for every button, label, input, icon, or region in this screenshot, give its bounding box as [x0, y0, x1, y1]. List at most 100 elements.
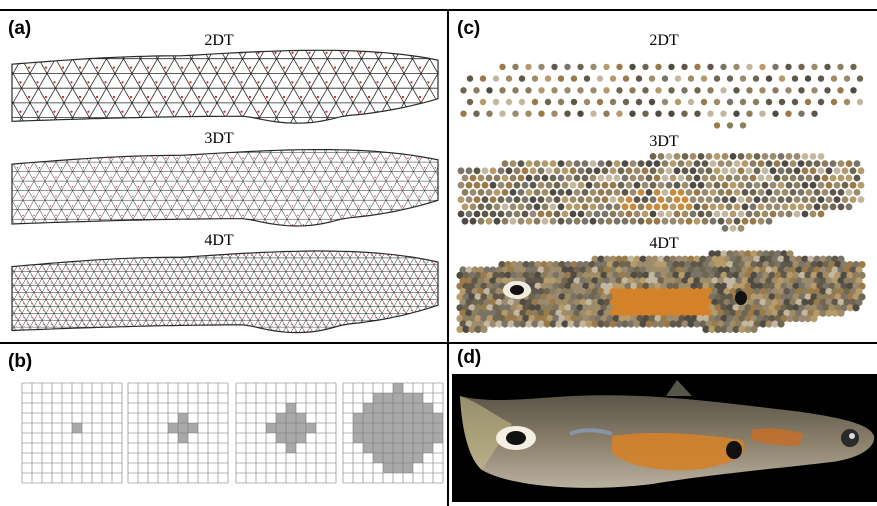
sample-dot — [483, 288, 491, 296]
sample-dot — [738, 315, 746, 323]
sample-dot — [621, 309, 629, 317]
sample-dot — [786, 282, 794, 290]
sample-dot — [821, 189, 829, 196]
sample-dot — [713, 181, 721, 189]
sample-dot — [684, 261, 692, 269]
sample-dot — [576, 304, 584, 312]
sample-dot — [641, 167, 649, 175]
sample-dot — [541, 189, 549, 196]
sample-dot — [805, 203, 813, 211]
sample-dot — [795, 266, 803, 274]
sample-dot — [582, 293, 590, 301]
sample-dot — [525, 87, 532, 94]
sample-dot — [819, 309, 827, 317]
sample-dot — [522, 271, 530, 279]
sample-dot — [762, 261, 770, 269]
sample-dot — [702, 271, 710, 279]
sample-dot — [486, 87, 493, 94]
sample-dot — [648, 98, 656, 106]
sample-dot — [629, 174, 637, 182]
sample-dot — [673, 210, 681, 218]
sample-dot — [541, 217, 549, 225]
sample-dot — [795, 309, 803, 317]
sample-dot — [509, 174, 517, 182]
sample-dot — [850, 87, 857, 94]
sample-dot — [505, 210, 513, 218]
sample-dot — [479, 98, 487, 106]
grid-lines — [342, 382, 444, 484]
sample-dot — [493, 217, 501, 225]
sample-dot — [549, 309, 557, 317]
sample-dot — [750, 261, 758, 269]
sample-dot — [780, 293, 788, 301]
sample-dot — [705, 255, 713, 263]
sample-dot — [768, 250, 776, 258]
sample-dot — [660, 271, 668, 279]
sample-dot — [675, 277, 683, 285]
sample-dot — [474, 315, 482, 323]
sample-dot — [540, 293, 548, 301]
sample-dot — [678, 261, 686, 269]
sample-dot — [645, 266, 653, 274]
sample-dot — [516, 271, 524, 279]
sample-dot — [521, 210, 529, 218]
filled-cell — [373, 423, 383, 433]
sample-dot — [589, 160, 597, 168]
sample-dot — [834, 261, 842, 269]
sample-dot — [673, 153, 681, 160]
sample-dot — [468, 282, 476, 290]
sample-dot — [579, 266, 587, 274]
sample-dot — [597, 203, 605, 211]
sample-dot — [657, 266, 665, 274]
sample-dot — [714, 261, 722, 269]
sample-dot — [483, 277, 491, 285]
sample-dot — [829, 189, 837, 196]
sample-dot — [738, 271, 746, 279]
sample-dot — [761, 210, 769, 218]
sample-dot — [576, 315, 584, 323]
sample-dot — [561, 309, 569, 317]
sample-dot — [737, 181, 745, 189]
filled-cell — [363, 403, 373, 413]
sample-dot — [666, 282, 674, 290]
sample-dot — [642, 110, 649, 117]
sample-dot — [685, 160, 693, 168]
sample-dot — [693, 203, 701, 211]
sample-dot — [525, 110, 532, 117]
sample-dot — [709, 189, 717, 196]
sample-dot — [726, 250, 734, 258]
sample-dot — [605, 160, 613, 168]
sample-dot — [792, 315, 800, 323]
sample-dot — [711, 277, 719, 285]
sample-dot — [828, 261, 836, 269]
filled-cell — [393, 423, 403, 433]
sample-dot — [765, 189, 773, 196]
sample-dot — [809, 210, 817, 218]
mesh-3dt — [11, 149, 439, 227]
sample-dot — [609, 210, 617, 218]
sample-dot — [557, 203, 565, 211]
filled-cell — [286, 403, 296, 413]
sample-dot — [507, 309, 515, 317]
sample-dot — [594, 282, 602, 290]
sample-dot — [789, 266, 797, 274]
sample-dot — [681, 288, 689, 296]
sample-dot — [621, 288, 629, 296]
sample-dot — [786, 315, 794, 323]
sample-dot — [753, 210, 761, 218]
filled-cell — [296, 423, 306, 433]
sample-dot — [750, 282, 758, 290]
sample-dot — [801, 181, 809, 189]
sample-dot — [541, 174, 549, 182]
sample-dot — [561, 181, 569, 189]
filled-cell — [373, 393, 383, 403]
sample-dot — [810, 315, 818, 323]
sample-dot — [600, 261, 608, 269]
sample-dot — [821, 174, 829, 182]
sample-dot — [669, 266, 677, 274]
sample-dot — [557, 98, 565, 106]
sample-dot — [729, 255, 737, 263]
sample-dot — [625, 181, 633, 189]
sample-dot — [756, 282, 764, 290]
grid-kernel-2 — [127, 382, 229, 484]
